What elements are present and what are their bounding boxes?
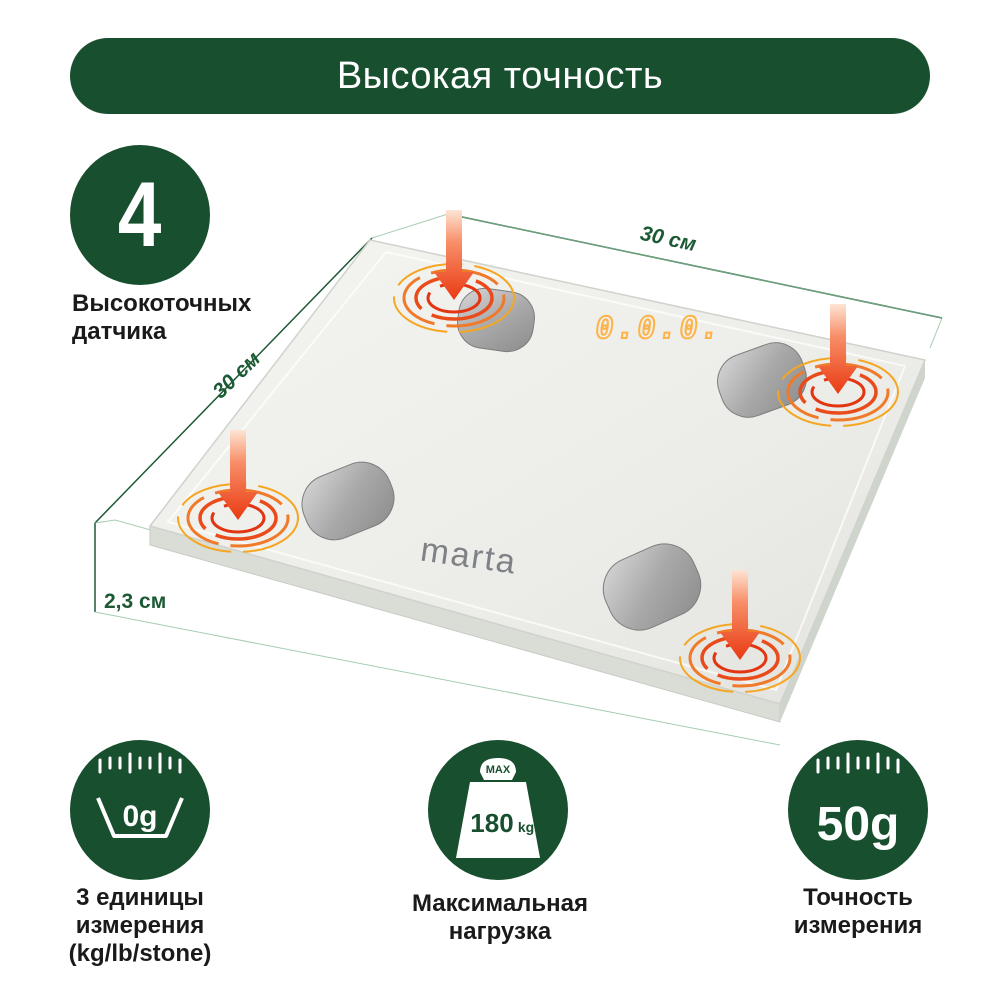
down-arrow-icon xyxy=(818,304,858,394)
sensor-count-badge: 4 xyxy=(70,145,210,285)
bowl-icon: 0g xyxy=(96,752,184,838)
sensor-count: 4 xyxy=(118,163,162,266)
weight-icon-top: MAX xyxy=(486,764,511,776)
feature-units-icon: 0g xyxy=(70,740,210,880)
weight-icon-value: 180 xyxy=(470,808,513,838)
feature-maxload-icon: MAX 180 kg xyxy=(428,740,568,880)
header-banner: Высокая точность xyxy=(70,38,930,114)
electrode-pads xyxy=(301,287,807,631)
sensor-label: Высокоточных датчика xyxy=(72,290,251,346)
down-arrow-icon xyxy=(434,210,474,300)
pressure-sensor-marker xyxy=(393,210,515,333)
sensor-label-line1: Высокоточных xyxy=(72,290,252,317)
led-display-text: 0.0.0. xyxy=(593,311,724,346)
feature-accuracy-icon: 50g xyxy=(788,740,928,880)
down-arrow-icon xyxy=(218,430,258,520)
weight-icon: MAX 180 kg xyxy=(456,758,540,858)
ruler-icon-text: 50g xyxy=(817,798,900,851)
header-title: Высокая точность xyxy=(336,54,664,97)
led-display: 0.0.0. xyxy=(592,310,725,347)
bowl-icon-text: 0g xyxy=(122,800,157,833)
weight-icon-unit: kg xyxy=(518,819,534,835)
feature-accuracy-caption: Точность измерения xyxy=(793,884,923,939)
ruler-icon: 50g xyxy=(816,752,900,851)
dimension-height: 2,3 см xyxy=(104,590,166,613)
scale-top xyxy=(148,239,927,705)
feature-maxload-caption: Максимальная нагрузка xyxy=(411,890,589,945)
sensor-label-line2: датчика xyxy=(72,318,167,345)
pressure-sensor-marker xyxy=(177,430,299,553)
down-arrow-icon xyxy=(720,570,760,660)
pressure-sensor-marker xyxy=(777,304,899,427)
dimension-width: 30 см xyxy=(638,222,698,256)
pressure-sensor-marker xyxy=(679,570,801,693)
feature-units-caption: 3 единицы измерения (kg/lb/stone) xyxy=(68,884,212,967)
scale-edge-right xyxy=(780,360,925,722)
